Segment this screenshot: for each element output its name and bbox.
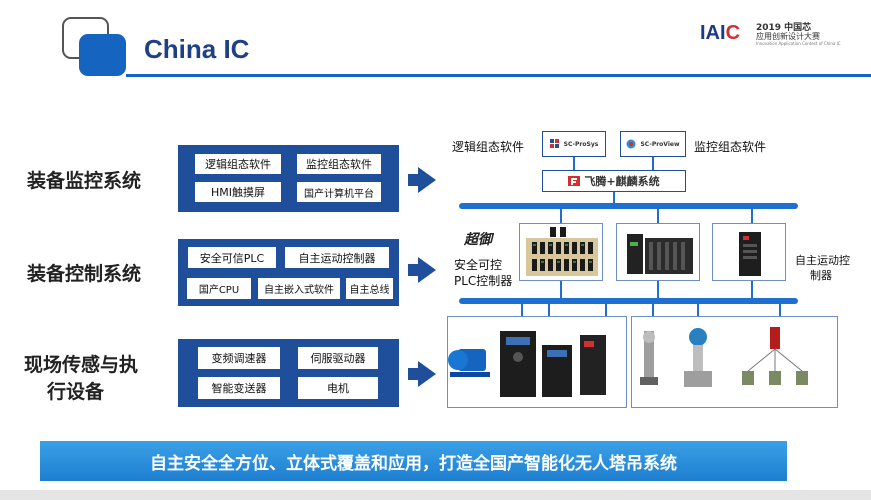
motion-label-2: 制器 bbox=[810, 269, 832, 282]
summary-banner: 自主安全全方位、立体式覆盖和应用，打造全国产智能化无人塔吊系统 bbox=[40, 441, 787, 481]
chip-hmi: HMI触摸屏 bbox=[195, 182, 281, 202]
arrow-right-icon bbox=[418, 167, 436, 193]
plc-modules-image bbox=[526, 227, 598, 276]
connector-line bbox=[657, 281, 659, 298]
panel-monitoring: 逻辑组态软件 监控组态软件 HMI触摸屏 国产计算机平台 bbox=[178, 145, 399, 212]
chip-cpu: 国产CPU bbox=[187, 278, 251, 299]
network-bus-top bbox=[459, 203, 798, 209]
arrow-right-icon bbox=[418, 361, 436, 387]
arrow-stem-2 bbox=[408, 264, 418, 276]
arrow-stem-1 bbox=[408, 174, 418, 186]
page-title: China IC bbox=[144, 34, 250, 64]
plc-label-1: 安全可控 bbox=[454, 258, 503, 272]
panel-field: 变频调速器 伺服驱动器 智能变送器 电机 bbox=[178, 339, 399, 407]
footer-strip bbox=[0, 490, 871, 500]
logo-subtitle: 应用创新设计大赛 bbox=[756, 32, 820, 41]
connector-line bbox=[521, 304, 523, 316]
chip-motion-controller: 自主运动控制器 bbox=[285, 247, 389, 268]
arrow-stem-3 bbox=[408, 368, 418, 380]
row-label-monitoring: 装备监控系统 bbox=[27, 170, 142, 192]
drives-image bbox=[448, 331, 606, 397]
drive-devices-box bbox=[447, 316, 627, 408]
row-label-field-1: 现场传感与执 bbox=[24, 354, 139, 376]
logic-sw-label: 逻辑组态软件 bbox=[452, 140, 525, 154]
phytium-icon bbox=[568, 176, 581, 186]
title-underline bbox=[126, 74, 871, 77]
connector-line bbox=[605, 304, 607, 316]
motion-controller-device bbox=[712, 223, 786, 281]
chip-embedded-software: 自主嵌入式软件 bbox=[258, 278, 340, 299]
chip-computer-platform: 国产计算机平台 bbox=[297, 182, 381, 202]
plc-device bbox=[519, 223, 603, 281]
plc-label-2: PLC控制器 bbox=[454, 274, 513, 288]
connector-line bbox=[657, 209, 659, 223]
row-label-control: 装备控制系统 bbox=[27, 263, 142, 285]
connector-line bbox=[652, 157, 654, 170]
contest-logo: IAIC bbox=[700, 22, 740, 45]
connector-line bbox=[560, 281, 562, 298]
connector-line bbox=[697, 304, 699, 316]
prosys-text: SC-ProSys bbox=[563, 140, 599, 148]
connector-line bbox=[652, 304, 654, 316]
prosys-logo: SC-ProSys bbox=[542, 131, 606, 157]
logo-mark-a: IAI bbox=[700, 22, 726, 44]
chip-bus: 自主总线 bbox=[346, 278, 393, 299]
connector-line bbox=[560, 209, 562, 223]
connector-line bbox=[751, 281, 753, 298]
chip-monitor-software: 监控组态软件 bbox=[297, 154, 381, 174]
chip-servo: 伺服驱动器 bbox=[298, 347, 378, 369]
connector-line bbox=[573, 157, 575, 170]
chip-vfd: 变频调速器 bbox=[198, 347, 280, 369]
logo-year: 2019 中国芯 bbox=[756, 23, 812, 33]
sensor-devices-box bbox=[631, 316, 838, 408]
monitor-sw-label: 监控组态软件 bbox=[694, 140, 767, 154]
os-box: 飞腾+麒麟系统 bbox=[542, 170, 686, 192]
proview-logo: SC-ProView bbox=[620, 131, 686, 157]
logo-mark-c: C bbox=[725, 22, 741, 44]
connector-line bbox=[613, 192, 615, 203]
connector-line bbox=[548, 304, 550, 316]
logo-tiny-text: Innovation Application Contest of China … bbox=[756, 41, 841, 46]
proview-icon bbox=[626, 139, 636, 149]
chip-transmitter: 智能变送器 bbox=[198, 377, 280, 399]
motion-controller-image bbox=[739, 232, 761, 276]
motion-label-1: 自主运动控 bbox=[795, 254, 850, 267]
arrow-right-icon bbox=[418, 257, 436, 283]
os-label: 飞腾+麒麟系统 bbox=[584, 175, 660, 188]
row-label-field-2: 行设备 bbox=[47, 381, 105, 403]
connector-line bbox=[751, 209, 753, 223]
proview-text: SC-ProView bbox=[640, 140, 680, 148]
controller-rack-device bbox=[616, 223, 700, 281]
chip-motor: 电机 bbox=[298, 377, 378, 399]
connector-line bbox=[779, 304, 781, 316]
header-deco-square bbox=[79, 34, 126, 76]
sensors-image bbox=[640, 327, 808, 387]
brand-logo: 超御 bbox=[464, 232, 492, 248]
chip-plc: 安全可信PLC bbox=[188, 247, 276, 268]
network-bus-bottom bbox=[459, 298, 798, 304]
prosys-icon bbox=[549, 139, 559, 148]
chip-logic-software: 逻辑组态软件 bbox=[195, 154, 281, 174]
panel-control: 安全可信PLC 自主运动控制器 国产CPU 自主嵌入式软件 自主总线 bbox=[178, 239, 399, 306]
controller-rack-image bbox=[627, 234, 693, 274]
